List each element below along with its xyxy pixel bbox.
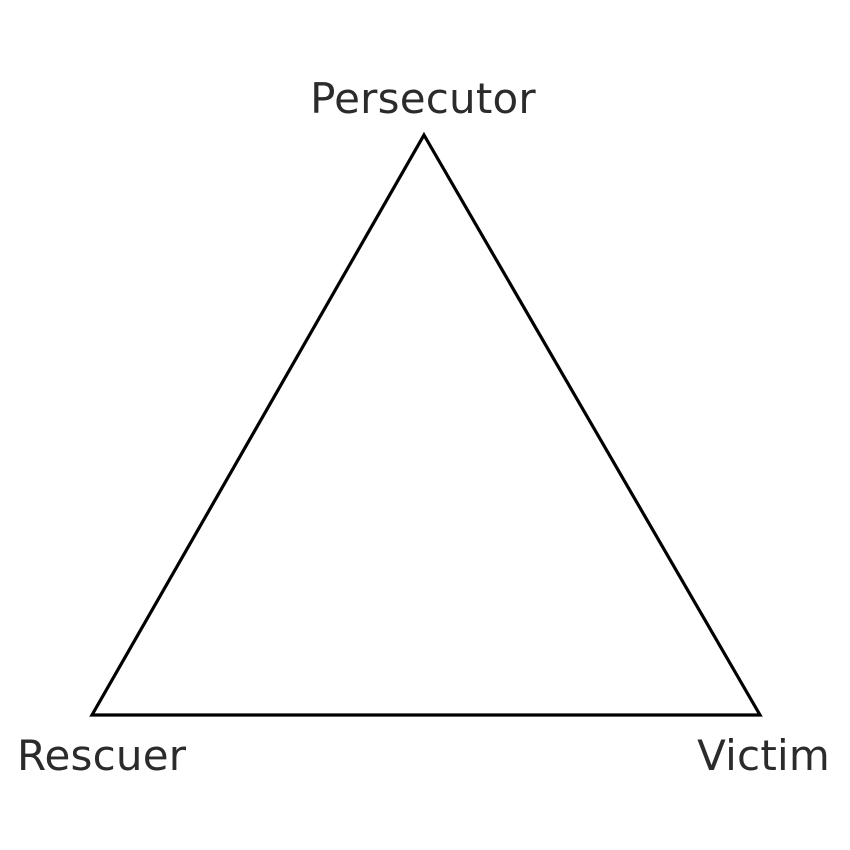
vertex-label-victim: Victim [697,731,830,780]
vertex-label-persecutor: Persecutor [310,74,536,123]
triangle-outline [89,131,763,717]
vertex-label-rescuer: Rescuer [17,731,187,780]
